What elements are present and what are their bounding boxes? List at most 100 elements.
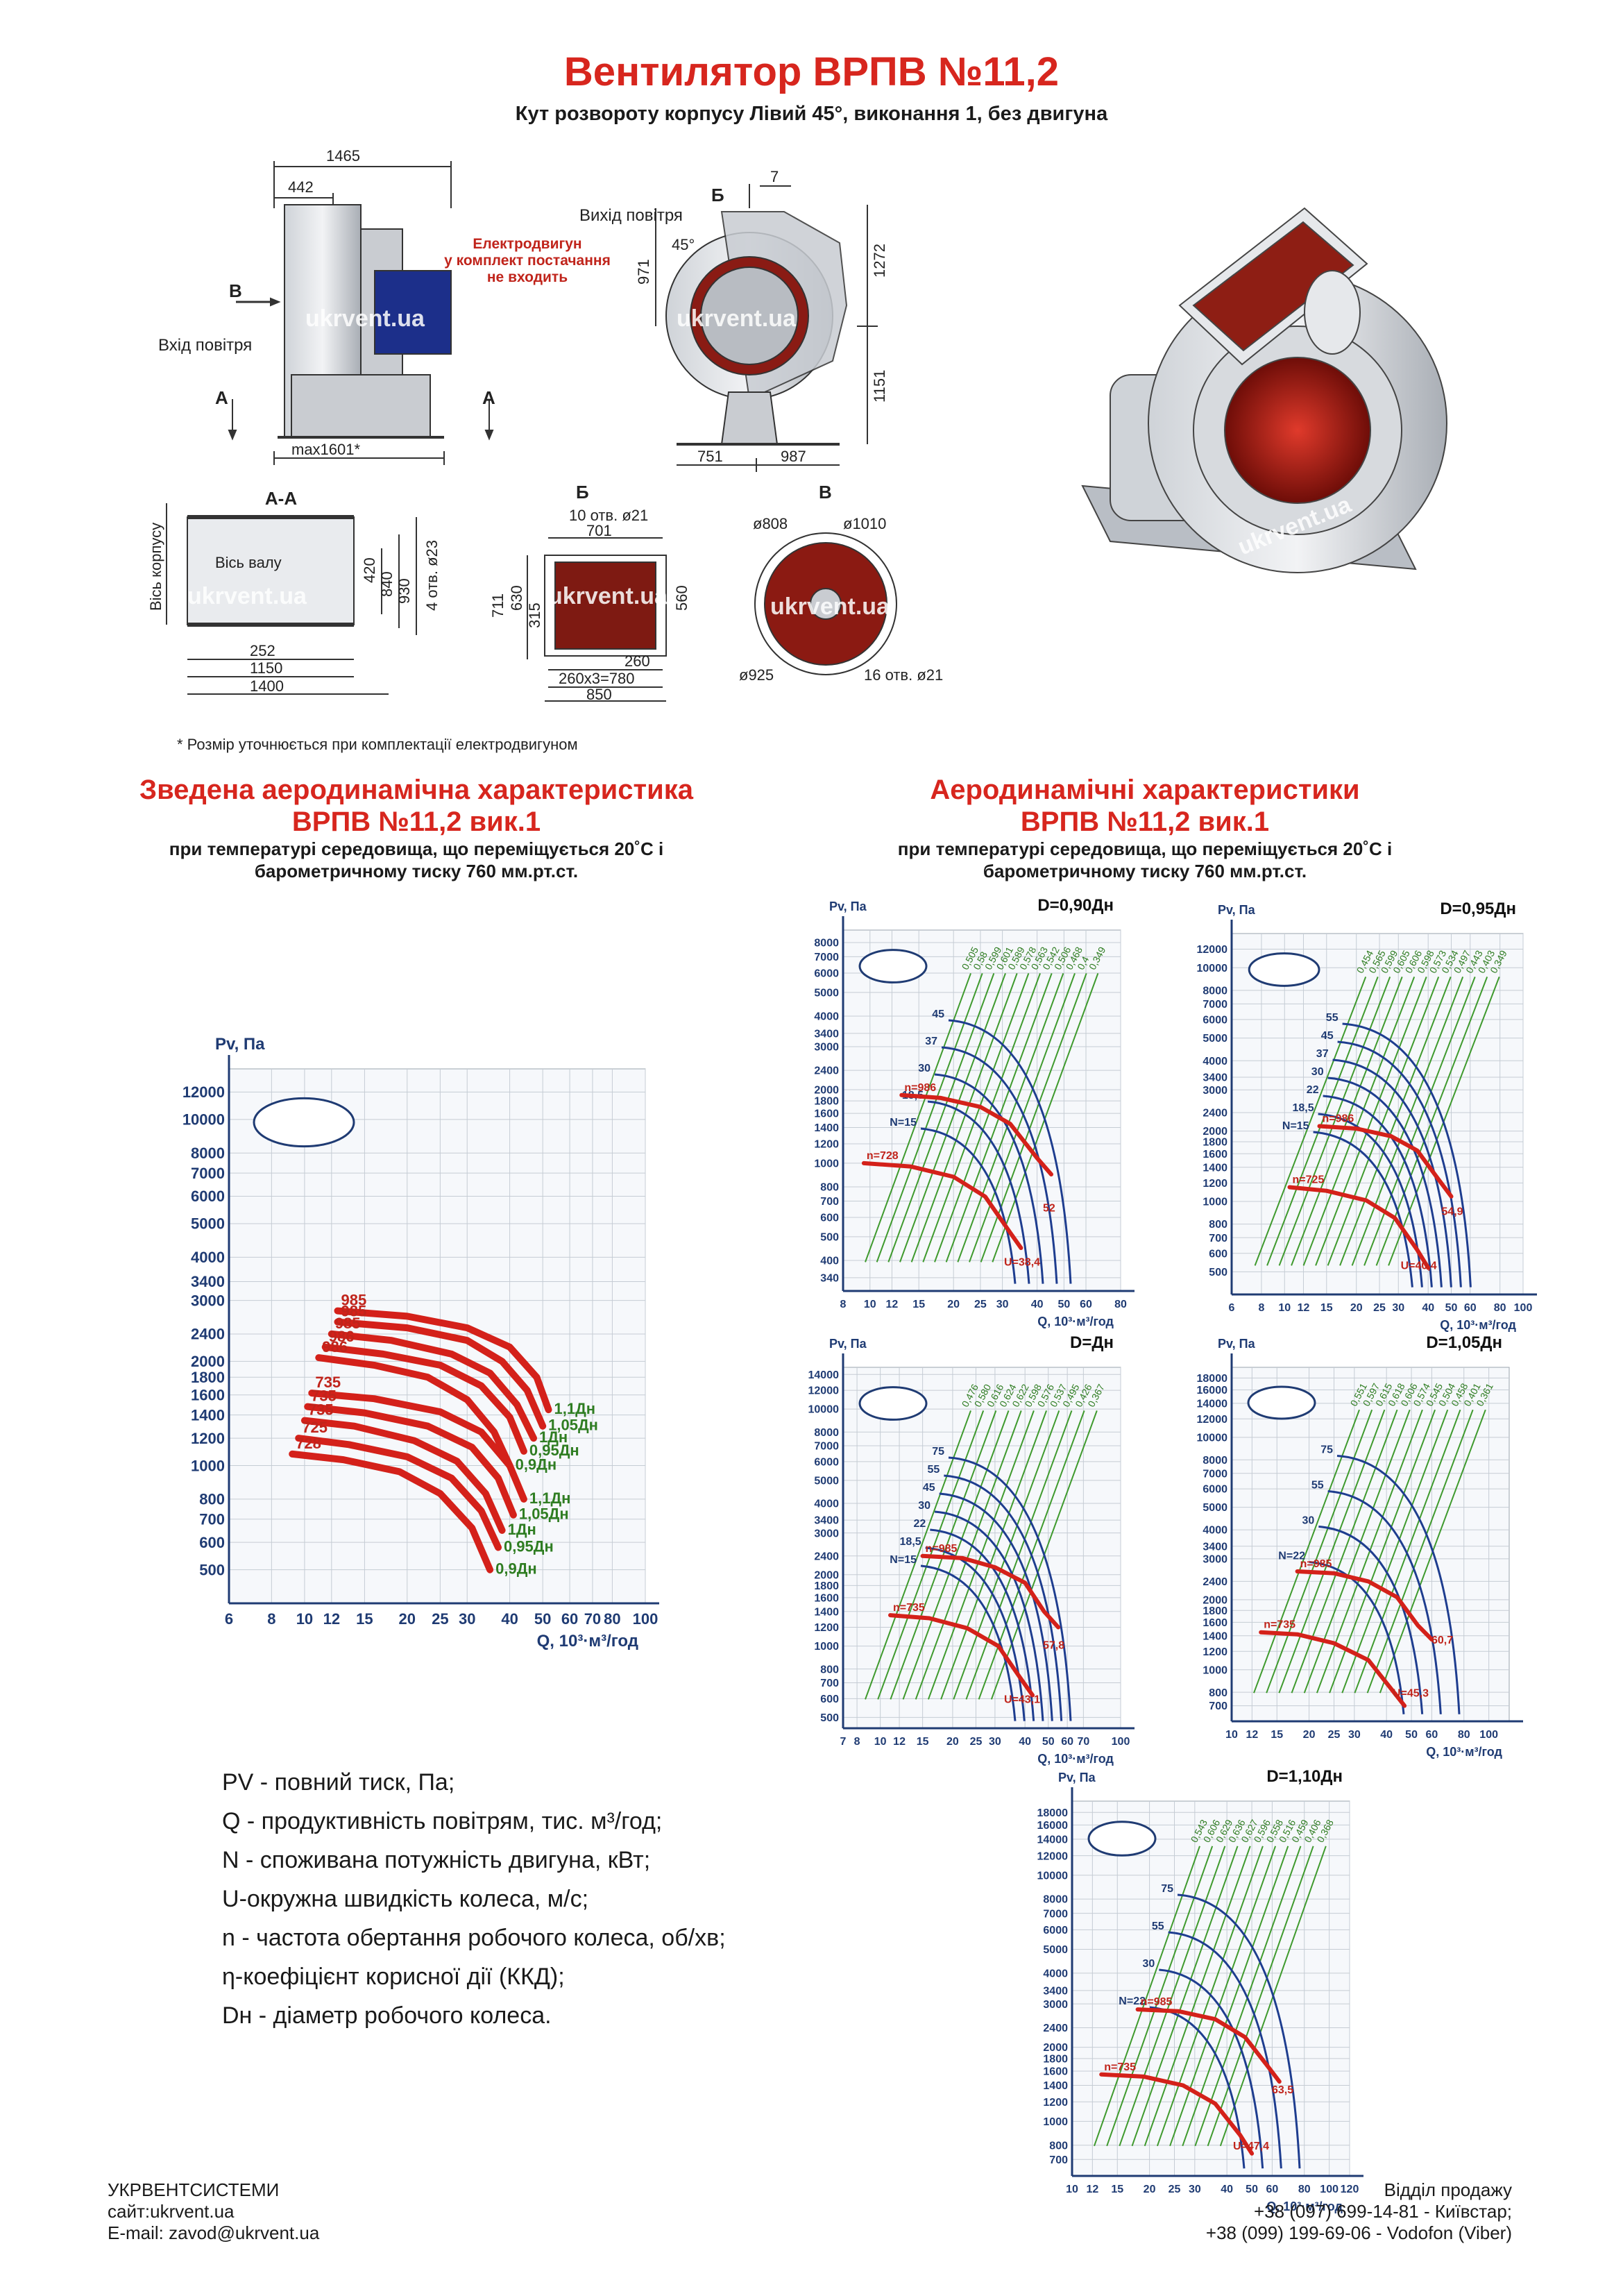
aero-title-2: ВРПВ №11,2 вик.1 (1020, 807, 1270, 837)
aero-heading: Аеродинамічні характеристики ВРПВ №11,2 … (833, 774, 1457, 882)
y-tick-label: 3000 (1203, 1554, 1227, 1566)
y-tick-label: 3000 (1203, 1085, 1227, 1097)
sales-phone-1[interactable]: +38 (097) 699-14-81 - Київстар; (1253, 2201, 1512, 2222)
y-tick-label: 340 (820, 1272, 839, 1284)
x-tick-label: 20 (1350, 1302, 1363, 1314)
series-line (334, 1318, 547, 1430)
x-tick-label: 50 (1246, 2184, 1258, 2195)
y-tick-label: 18000 (1037, 1807, 1069, 1819)
y-tick-label: 10000 (1197, 1432, 1228, 1444)
x-tick-label: 25 (1373, 1302, 1386, 1314)
series-name-label: n=985 (1141, 1996, 1173, 2008)
efficiency-ray (1144, 1846, 1251, 2147)
y-tick-label: 800 (820, 1182, 839, 1194)
y-tick-label: 2400 (1043, 2023, 1068, 2034)
technical-drawing: 1465 442 Електродвигун у комплект постач… (147, 147, 1447, 753)
brand-logo-icon (1248, 952, 1320, 987)
dim-1272: 1272 (871, 244, 888, 278)
dim-315: 315 (526, 602, 543, 628)
y-tick-label: 6000 (1043, 1925, 1068, 1936)
d1010: ø1010 (843, 515, 886, 532)
x-tick-label: 60 (1464, 1302, 1477, 1314)
summary-title-2: ВРПВ №11,2 вик.1 (291, 807, 541, 837)
y-tick-label: 1600 (1203, 1617, 1227, 1629)
power-curve (939, 1492, 1053, 1721)
power-curve (930, 1528, 1035, 1721)
y-tick-label: 600 (820, 1213, 839, 1224)
power-label: N=22 (1278, 1551, 1305, 1562)
x-tick-label: 12 (323, 1610, 340, 1628)
y-tick-label: 14000 (1197, 1398, 1228, 1410)
view-bb-section-label: Б (576, 482, 589, 503)
efficiency-ray (1329, 1409, 1436, 1694)
y-tick-label: 7000 (1043, 1908, 1068, 1920)
power-label: 55 (928, 1464, 940, 1476)
series-name-label: 0,9Дн (495, 1560, 537, 1578)
y-tick-label: 5000 (1043, 1944, 1068, 1956)
x-tick-label: 10 (1225, 1729, 1238, 1741)
y-tick-label: 6000 (191, 1188, 225, 1205)
efficiency-ray (1278, 977, 1391, 1266)
axis-body-label: Вісь корпусу (147, 523, 164, 611)
power-curve (1336, 1455, 1461, 1714)
series-line (334, 1307, 552, 1414)
y-tick-label: 8000 (814, 1427, 839, 1439)
legend-q: Q - продуктивність повітрям, тис. м³/год… (222, 1808, 663, 1834)
x-axis-label: Q, 10³·м³/год (1037, 1752, 1114, 1766)
x-tick-label: 30 (1348, 1729, 1361, 1741)
y-tick-label: 1600 (814, 1108, 839, 1120)
y-tick-label: 4000 (1043, 1968, 1068, 1980)
series-line (328, 1330, 537, 1442)
x-tick-label: 60 (1266, 2184, 1279, 2195)
aero-sub-1: при температурі середовища, що переміщує… (897, 838, 1393, 859)
y-tick-label: 6000 (1203, 1015, 1227, 1027)
efficiency-ray (957, 973, 1064, 1263)
y-tick-label: 700 (820, 1678, 839, 1689)
y-tick-label: 500 (820, 1232, 839, 1244)
x-tick-label: 40 (1031, 1299, 1044, 1310)
x-axis-label: Q, 10³·м³/год (1426, 1745, 1502, 1759)
x-tick-label: 12 (886, 1299, 899, 1310)
y-tick-label: 800 (820, 1664, 839, 1675)
x-tick-label: 20 (399, 1610, 416, 1628)
inlet-flange-view-v (754, 532, 897, 675)
y-tick-label: 5000 (814, 1476, 839, 1487)
series-line (1259, 1630, 1407, 1708)
efficiency-ray (1363, 977, 1476, 1266)
legend-eta: η-коефіцієнт корисної дії (ККД); (222, 1964, 565, 1990)
company-site[interactable]: сайт:ukrvent.ua (108, 2201, 235, 2222)
series-name-label: 0,9Дн (516, 1456, 557, 1474)
y-tick-label: 2000 (191, 1353, 225, 1370)
x-tick-label: 25 (974, 1299, 987, 1310)
series-rpm-label: 728 (296, 1435, 321, 1452)
y-tick-label: 3000 (814, 1042, 839, 1054)
y-tick-label: 1400 (814, 1122, 839, 1134)
plot-area (842, 929, 1121, 1292)
series-line (1287, 1185, 1431, 1270)
y-tick-label: 14000 (808, 1369, 840, 1381)
y-tick-label: 7000 (814, 1441, 839, 1453)
sales-phone-2[interactable]: +38 (099) 199-69-06 - Vodofon (Viber) (1205, 2222, 1512, 2243)
series-name-label: n=735 (1104, 2061, 1136, 2073)
y-axis-label: Pv, Па (1058, 1771, 1096, 1784)
series-line (300, 1417, 506, 1534)
y-tick-label: 1400 (814, 1606, 839, 1618)
x-tick-label: 40 (1422, 1302, 1434, 1314)
x-tick-label: 70 (1077, 1736, 1089, 1748)
dim-1151: 1151 (871, 370, 888, 403)
series-line (321, 1343, 527, 1455)
y-tick-label: 1200 (191, 1430, 225, 1447)
y-tick-label: 2000 (1203, 1126, 1227, 1138)
y-tick-label: 16000 (1197, 1385, 1228, 1396)
series-name-label: 1,1Дн (554, 1400, 596, 1417)
watermark: ukrvent.ua (305, 305, 425, 332)
y-tick-label: 3400 (1203, 1072, 1227, 1084)
dim-7: 7 (770, 168, 779, 185)
power-curve (1318, 1526, 1424, 1714)
power-curve (1159, 1968, 1264, 2169)
company-email[interactable]: E-mail: zavod@ukrvent.ua (108, 2222, 320, 2243)
y-tick-label: 400 (820, 1256, 839, 1267)
x-tick-label: 60 (1426, 1729, 1438, 1741)
